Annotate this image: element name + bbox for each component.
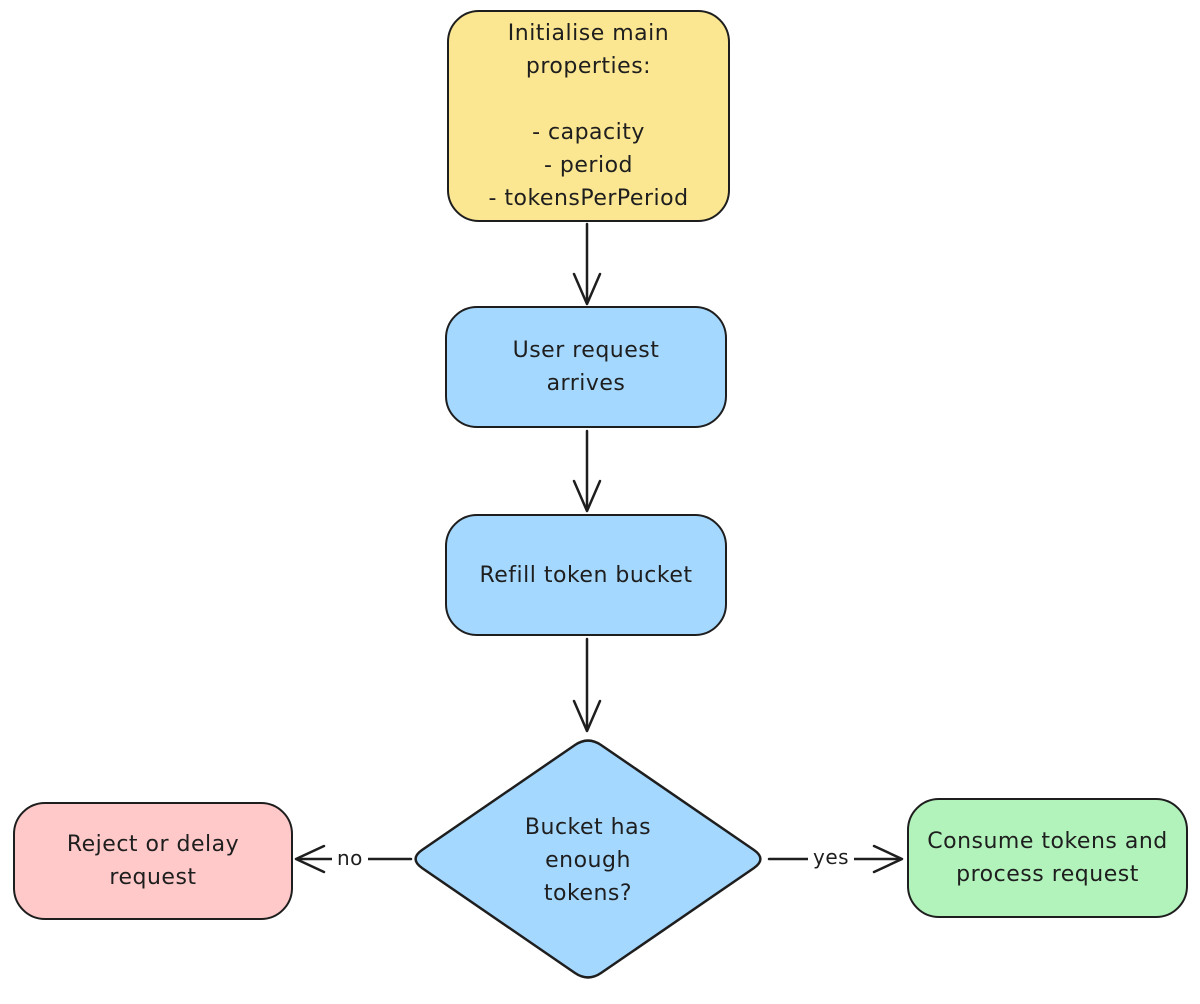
node-consume-and-process: Consume tokens and process request (907, 798, 1188, 918)
node-user-request-arrives: User request arrives (445, 306, 727, 428)
node-decision-diamond (404, 731, 772, 987)
arrow-init-to-user-request (572, 222, 602, 306)
edge-label-no: no (332, 844, 368, 872)
decision-diamond-shape (414, 739, 762, 979)
node-refill-token-bucket: Refill token bucket (445, 514, 727, 636)
arrow-user-request-to-refill (572, 429, 602, 513)
node-decision-label: Bucket has enough tokens? (524, 814, 652, 906)
node-refill-token-bucket-label: Refill token bucket (479, 562, 693, 588)
node-reject-or-delay: Reject or delay request (13, 802, 293, 920)
node-consume-and-process-label: Consume tokens and process request (927, 829, 1168, 887)
node-initialise-properties-label: Initialise main properties: - capacity -… (488, 21, 689, 211)
node-reject-or-delay-label: Reject or delay request (66, 832, 240, 890)
node-initialise-properties: Initialise main properties: - capacity -… (447, 10, 730, 222)
arrow-refill-to-decision (572, 637, 602, 733)
node-user-request-arrives-label: User request arrives (512, 338, 660, 396)
edge-label-yes: yes (808, 843, 855, 871)
